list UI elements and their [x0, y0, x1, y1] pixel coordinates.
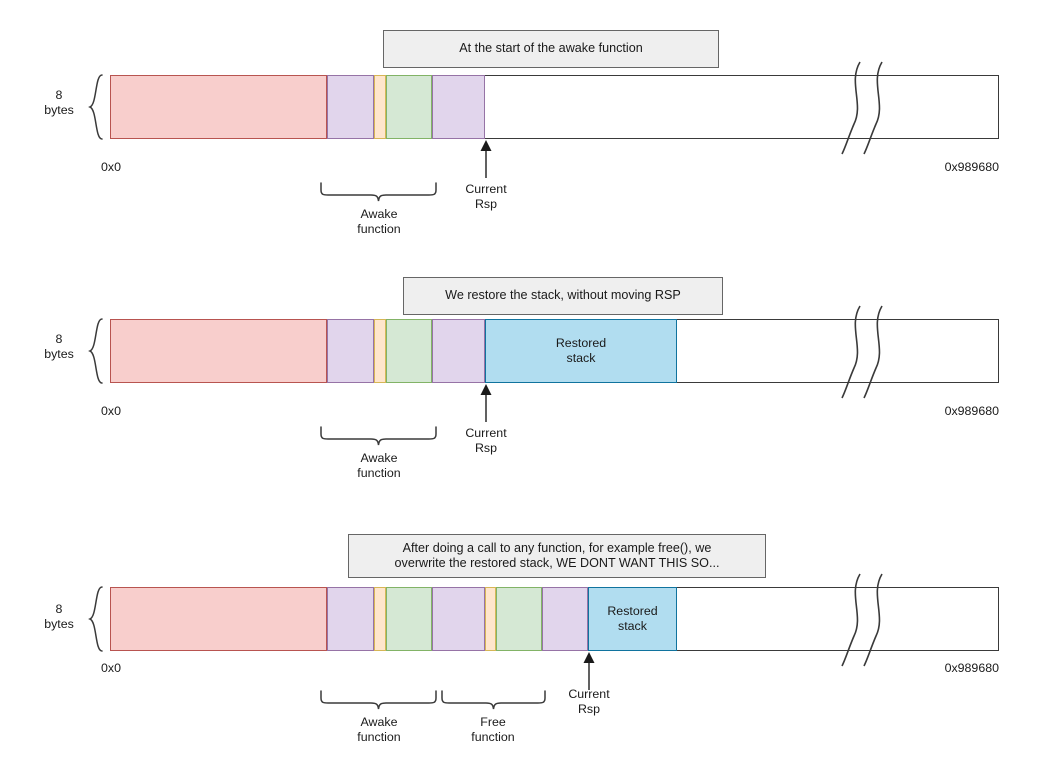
row-2-seg-awake-frame-c — [386, 319, 432, 383]
row-2-awake-function-brace — [320, 426, 437, 446]
row-1-callout-text: At the start of the awake function — [459, 41, 643, 56]
row-1-rsp-arrow — [480, 140, 492, 178]
row-1-awake-function-brace — [320, 182, 437, 202]
row-3-height-brace — [88, 586, 103, 652]
row-3-address-start: 0x0 — [101, 661, 121, 675]
row-1-address-start: 0x0 — [101, 160, 121, 174]
row-2-callout: We restore the stack, without moving RSP — [403, 277, 723, 315]
row-3-address-end: 0x989680 — [944, 661, 999, 675]
row-2-seg-awake-frame-a — [327, 319, 374, 383]
row-2-address-start: 0x0 — [101, 404, 121, 418]
row-3-break-symbol — [841, 573, 883, 667]
row-2-seg-awake-frame-b — [374, 319, 386, 383]
row-1-seg-awake-frame-b — [374, 75, 386, 139]
row-3-seg-awake-frame-a — [327, 587, 374, 651]
row-2-seg-free-space — [677, 319, 999, 383]
row-2-break-symbol — [841, 305, 883, 399]
row-3-seg-used-stack — [110, 587, 327, 651]
row-3-awake-function-brace — [320, 690, 437, 710]
row-1-rsp-label: Current Rsp — [465, 182, 507, 211]
row-1-seg-awake-frame-a — [327, 75, 374, 139]
row-2-address-end: 0x989680 — [944, 404, 999, 418]
row-3-height-label: 8 bytes — [44, 602, 74, 631]
row-2-rsp-arrow — [480, 384, 492, 422]
row-1-height-label: 8 bytes — [44, 88, 74, 117]
row-2-height-brace — [88, 318, 103, 384]
row-1-height-brace — [88, 74, 103, 140]
row-3-seg-free-frame-d — [542, 587, 588, 651]
row-3-seg-free-frame-a — [432, 587, 485, 651]
row-2-callout-text: We restore the stack, without moving RSP — [445, 288, 681, 303]
row-2-height-label: 8 bytes — [44, 332, 74, 361]
row-3-seg-free-frame-c — [496, 587, 542, 651]
row-3-free-function-brace — [441, 690, 546, 710]
row-1-break-symbol — [841, 61, 883, 155]
row-1-callout: At the start of the awake function — [383, 30, 719, 68]
row-1-seg-used-stack — [110, 75, 327, 139]
row-3-seg-awake-frame-b — [374, 587, 386, 651]
row-3-callout: After doing a call to any function, for … — [348, 534, 766, 578]
row-1-memory-bar — [110, 75, 999, 139]
row-3-seg-awake-frame-c — [386, 587, 432, 651]
row-3-rsp-arrow — [583, 652, 595, 690]
row-1-seg-awake-frame-d — [432, 75, 485, 139]
row-3-awake-function-label: Awake function — [357, 715, 401, 744]
row-1-address-end: 0x989680 — [944, 160, 999, 174]
row-3-seg-restored-stack: Restored stack — [588, 587, 677, 651]
row-2-seg-awake-frame-d — [432, 319, 485, 383]
row-3-seg-free-space — [677, 587, 999, 651]
row-1-awake-function-label: Awake function — [357, 207, 401, 236]
row-2-seg-restored-stack: Restored stack — [485, 319, 677, 383]
row-3-seg-free-frame-b — [485, 587, 496, 651]
row-2-rsp-label: Current Rsp — [465, 426, 507, 455]
row-2-awake-function-label: Awake function — [357, 451, 401, 480]
row-3-free-function-label: Free function — [471, 715, 515, 744]
row-2-seg-used-stack — [110, 319, 327, 383]
row-3-rsp-label: Current Rsp — [568, 687, 610, 716]
row-1-seg-free-space — [485, 75, 999, 139]
row-1-seg-awake-frame-c — [386, 75, 432, 139]
row-3-callout-text: After doing a call to any function, for … — [394, 540, 720, 571]
row-3-memory-bar: Restored stack — [110, 587, 999, 651]
row-2-memory-bar: Restored stack — [110, 319, 999, 383]
